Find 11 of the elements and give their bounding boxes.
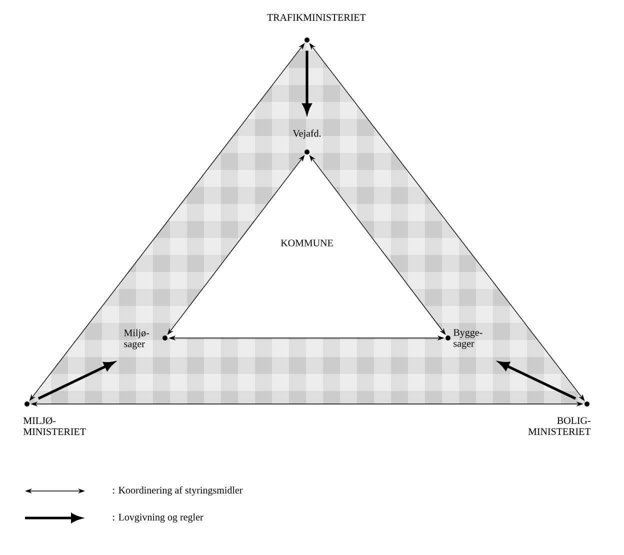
arrow [498, 362, 576, 400]
node-label: Miljø- sager [124, 329, 149, 350]
node-label: Bygge- sager [453, 329, 482, 349]
legend-text: : Lovgivning og regler [112, 513, 204, 523]
node-label: MILJØ- MINISTERIET [23, 417, 86, 436]
node-label: TRAFIKMINISTERIET [267, 14, 366, 21]
node-label: Vejafd. [292, 130, 321, 139]
region-label: KOMMUNE [280, 240, 333, 246]
node-label: BOLIG- MINISTERIET [528, 417, 591, 435]
arrow [38, 362, 114, 400]
legend-text: : Koordinering af styringsmidler [112, 486, 243, 496]
